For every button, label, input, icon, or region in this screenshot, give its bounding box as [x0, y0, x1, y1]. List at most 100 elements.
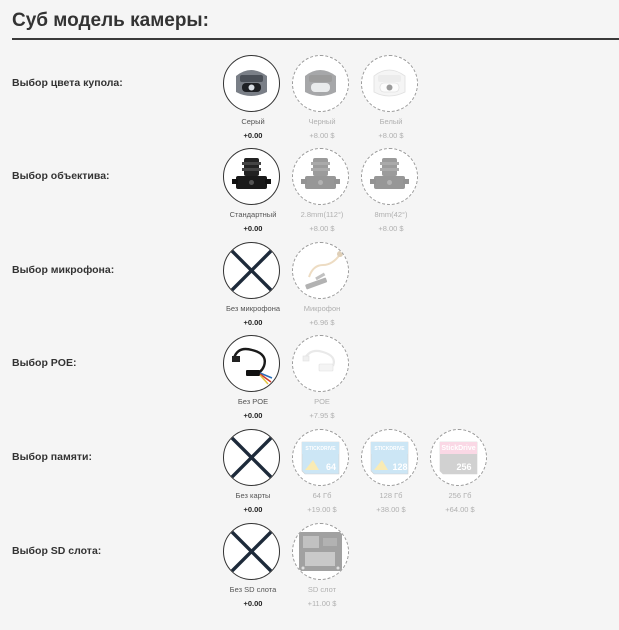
sd-card-brand-text: StickDrive: [441, 445, 475, 452]
option-image[interactable]: [361, 148, 418, 205]
sd-card-brand-text: STICKDRIVE: [374, 446, 405, 452]
option-name: Стандартный: [229, 210, 277, 219]
option-price: +8.00 $: [309, 224, 335, 233]
option-price: +8.00 $: [378, 224, 404, 233]
x-icon: [229, 248, 274, 293]
sd-card-capacity-text: 128: [392, 462, 407, 472]
page-title: Суб модель камеры:: [12, 10, 209, 31]
option-price: +7.95 $: [309, 411, 335, 420]
option-price: +8.00 $: [309, 131, 335, 140]
option-swatch[interactable]: Без POE +0.00: [218, 335, 288, 429]
lens-icon: [370, 158, 409, 189]
option-group: Выбор микрофона: Без микрофона +0.00 Микр…: [0, 242, 619, 336]
option-group-label: Выбор памяти:: [12, 451, 92, 463]
option-swatch[interactable]: Стандартный +0.00: [218, 148, 288, 242]
option-swatch[interactable]: POE +7.95 $: [287, 335, 357, 429]
option-group-label: Выбор микрофона:: [12, 264, 115, 276]
option-swatch[interactable]: Микрофон +6.96 $: [287, 242, 357, 336]
option-swatch[interactable]: STICKDRIVE 64 64 Гб +19.00 $: [287, 429, 357, 523]
option-image[interactable]: STICKDRIVE 64: [292, 429, 349, 486]
microphone-cable-icon: [305, 251, 343, 290]
option-name: 2.8mm(112°): [300, 210, 344, 219]
dome-black-icon: [305, 70, 336, 96]
option-price: +19.00 $: [307, 505, 337, 514]
option-swatch[interactable]: STICKDRIVE 128 128 Гб +38.00 $: [356, 429, 426, 523]
option-name: Микрофон: [303, 304, 341, 313]
option-group-label: Выбор POE:: [12, 357, 77, 369]
option-image[interactable]: [223, 523, 280, 580]
cable-white-icon: [302, 349, 335, 372]
option-name: Без POE: [237, 397, 269, 406]
option-name: Серый: [241, 117, 265, 126]
option-price: +0.00: [243, 131, 263, 140]
option-image[interactable]: [361, 55, 418, 112]
option-price: +0.00: [243, 318, 263, 327]
option-swatch[interactable]: Без SD слота +0.00: [218, 523, 288, 617]
option-name: Без микрофона: [225, 304, 281, 313]
option-name: 64 Гб: [312, 491, 332, 500]
option-image[interactable]: [292, 523, 349, 580]
option-name: Черный: [308, 117, 336, 126]
option-name: Белый: [379, 117, 403, 126]
dome-white-icon: [373, 69, 406, 97]
option-price: +0.00: [243, 505, 263, 514]
option-price: +0.00: [243, 224, 263, 233]
option-name: Без SD слота: [229, 585, 277, 594]
option-image[interactable]: [292, 55, 349, 112]
lens-icon: [232, 158, 271, 189]
option-swatch[interactable]: Черный +8.00 $: [287, 55, 357, 149]
option-swatch[interactable]: SD слот +11.00 $: [287, 523, 357, 617]
option-image[interactable]: [292, 148, 349, 205]
option-name: Без карты: [235, 491, 271, 500]
option-group: Выбор POE: Без POE +0.00 POE +7.95 $: [0, 335, 619, 429]
option-price: +6.96 $: [309, 318, 335, 327]
option-price: +0.00: [243, 599, 263, 608]
option-group: Выбор объектива: Стандартный +0.00: [0, 148, 619, 242]
option-price: +8.00 $: [378, 131, 404, 140]
option-image[interactable]: StickDrive 256: [430, 429, 487, 486]
option-swatch[interactable]: Серый +0.00: [218, 55, 288, 149]
x-icon: [229, 435, 274, 480]
option-image[interactable]: [223, 429, 280, 486]
option-name: 256 Гб: [448, 491, 472, 500]
option-image[interactable]: STICKDRIVE 128: [361, 429, 418, 486]
option-price: +64.00 $: [445, 505, 475, 514]
option-name: POE: [314, 397, 330, 406]
sd-card-64-icon: STICKDRIVE 64: [301, 441, 340, 475]
cable-black-icon: [232, 347, 273, 385]
option-swatch[interactable]: Белый +8.00 $: [356, 55, 426, 149]
lens-icon: [301, 158, 340, 189]
option-image[interactable]: [223, 335, 280, 392]
option-price: +0.00: [243, 411, 263, 420]
option-swatch[interactable]: StickDrive 256 256 Гб +64.00 $: [425, 429, 495, 523]
option-group-label: Выбор SD слота:: [12, 545, 102, 557]
title-divider: [12, 38, 619, 40]
option-image[interactable]: [223, 55, 280, 112]
sd-card-256-icon: StickDrive 256: [439, 441, 478, 475]
dome-gray-icon: [236, 70, 267, 96]
option-swatch[interactable]: Без карты +0.00: [218, 429, 288, 523]
option-group: Выбор памяти: Без карты +0.00 STICKDRIVE …: [0, 429, 619, 523]
x-icon: [229, 529, 274, 574]
option-name: SD слот: [307, 585, 337, 594]
option-price: +11.00 $: [307, 599, 337, 608]
option-swatch[interactable]: 2.8mm(112°) +8.00 $: [287, 148, 357, 242]
option-image[interactable]: [292, 335, 349, 392]
option-group-label: Выбор объектива:: [12, 170, 110, 182]
sd-card-capacity-text: 64: [326, 462, 336, 472]
option-name: 8mm(42°): [374, 210, 408, 219]
sd-card-128-icon: STICKDRIVE 128: [370, 441, 409, 475]
option-swatch[interactable]: Без микрофона +0.00: [218, 242, 288, 336]
option-group: Выбор цвета купола: Серый +0.00 Черный +8.…: [0, 55, 619, 149]
sd-slot-board-icon: [299, 532, 342, 571]
option-image[interactable]: [223, 242, 280, 299]
option-name: 128 Гб: [379, 491, 403, 500]
option-group-label: Выбор цвета купола:: [12, 77, 123, 89]
sd-card-brand-text: STICKDRIVE: [305, 446, 336, 452]
option-group: Выбор SD слота: Без SD слота +0.00 SD сло…: [0, 523, 619, 617]
option-image[interactable]: [292, 242, 349, 299]
option-price: +38.00 $: [376, 505, 406, 514]
option-image[interactable]: [223, 148, 280, 205]
option-swatch[interactable]: 8mm(42°) +8.00 $: [356, 148, 426, 242]
sd-card-capacity-text: 256: [456, 462, 471, 472]
